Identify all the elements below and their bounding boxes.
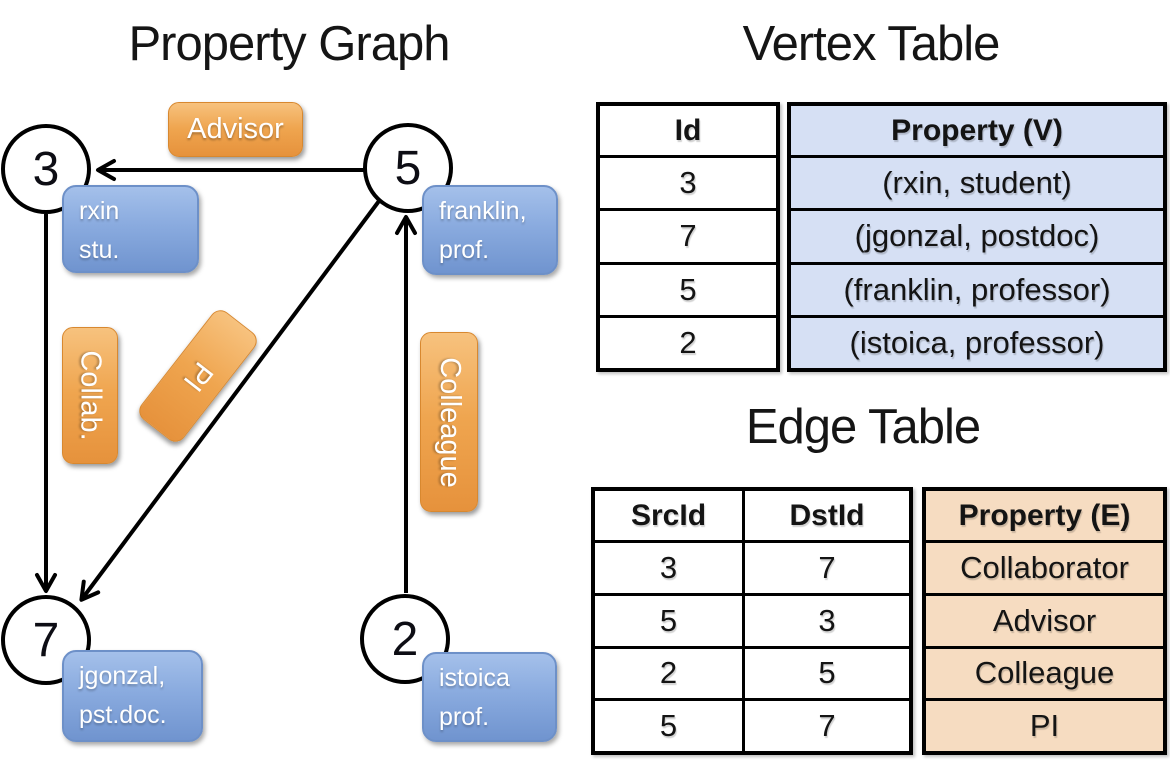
edge-table-property-cell: Advisor [926,592,1163,646]
vertex-card-rxin-line2: stu. [79,236,120,264]
vertex-table-header-id: Id [674,113,702,147]
edge-table-srcid-cell: 5 [595,595,745,646]
edge-table-srcid-cell: 3 [595,543,745,593]
edge-table-dstid-cell: 7 [818,708,836,744]
edge-table-srcid-cell: 5 [595,701,745,751]
vertex-table-header-property: Property (V) [891,113,1063,147]
vertex-node-5-id: 5 [394,141,422,195]
vertex-card-franklin-line1: franklin, [439,197,527,225]
vertex-card-rxin-line1: rxin [79,197,120,225]
vertex-table-property-column: Property (V) (rxin, student) (jgonzal, p… [787,102,1167,372]
vertex-node-5: 5 [363,123,453,213]
vertex-node-2: 2 [360,594,450,684]
vertex-card-istoica-line1: istoica [439,664,510,692]
vertex-table-property-cell: (istoica, professor) [791,314,1163,368]
vertex-table-id-cell: 7 [600,208,776,261]
edge-table-property-cell: PI [926,698,1163,751]
edge-table-id-row: 2 5 [595,645,909,699]
edge-table-title: Edge Table [745,400,981,454]
vertex-table-title: Vertex Table [742,17,1001,71]
edge-label-advisor: Advisor [168,102,303,157]
edge-table-property-cell: Collaborator [926,540,1163,593]
vertex-card-istoica: istoica prof. [422,652,557,742]
edge-table-id-row: 3 7 [595,540,909,593]
edge-table-header-row: SrcId DstId [595,491,909,540]
vertex-card-jgonzal-line1: jgonzal, [79,662,166,690]
vertex-node-7-id: 7 [32,613,60,667]
vertex-card-franklin-line2: prof. [439,236,490,264]
edge-table-header-srcid: SrcId [595,491,745,540]
edge-table-id-columns: SrcId DstId 3 7 5 3 2 5 5 7 [591,487,913,755]
property-graph-title: Property Graph [128,17,451,71]
vertex-card-istoica-line2: prof. [439,703,490,731]
vertex-table-id-cell: 3 [600,155,776,208]
vertex-card-franklin: franklin, prof. [422,185,558,275]
edge-table-property-column: Property (E) Collaborator Advisor Collea… [922,487,1167,755]
edge-label-colleague-text: Colleague [433,356,466,488]
vertex-node-2-id: 2 [391,612,419,666]
edge-label-collab: Collab. [62,327,118,464]
property-graph-edges [35,159,417,602]
edge-table-id-row: 5 7 [595,698,909,751]
vertex-table-property-cell: (franklin, professor) [791,261,1163,315]
vertex-table-property-cell: (rxin, student) [791,155,1163,208]
edge-table-dstid-cell: 5 [818,655,836,691]
vertex-table-id-column: Id 3 7 5 2 [596,102,780,372]
vertex-card-jgonzal-line2: pst.doc. [79,701,167,729]
edge-label-pi-text: PI [177,355,220,397]
edge-table-header-dstid: DstId [789,498,865,532]
vertex-table-id-cell: 2 [600,314,776,368]
edge-table-srcid-cell: 2 [595,648,745,699]
edge-table-property-cell: Colleague [926,645,1163,699]
edge-table-header-property: Property (E) [958,498,1131,532]
edge-label-collab-text: Collab. [74,350,107,441]
vertex-table-id-cell: 5 [600,261,776,315]
edge-line-pi-5-to-7 [79,199,381,602]
edge-table-dstid-cell: 7 [818,549,836,585]
vertex-card-rxin: rxin stu. [62,185,199,273]
edge-table-dstid-cell: 3 [818,602,836,638]
edge-label-colleague: Colleague [420,332,478,512]
vertex-node-3-id: 3 [32,142,60,196]
edge-table-id-row: 5 3 [595,592,909,646]
vertex-table-property-cell: (jgonzal, postdoc) [791,208,1163,261]
edge-label-advisor-text: Advisor [187,113,284,145]
vertex-card-jgonzal: jgonzal, pst.doc. [62,650,203,742]
